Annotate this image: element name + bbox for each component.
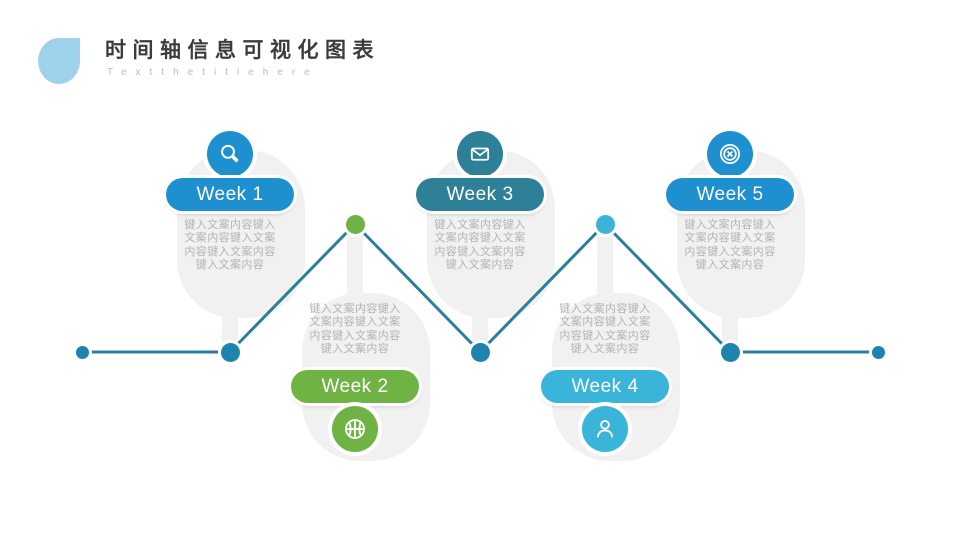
page-title[interactable]: 时间轴信息可视化图表 — [105, 39, 380, 62]
week3-body-text[interactable]: 键入文案内容键入文案内容键入文案内容键入文案内容键入文案内容 — [434, 219, 526, 272]
week5-pill[interactable]: Week 5 — [666, 178, 794, 211]
week1-stem — [222, 298, 238, 350]
timeline-start-dot — [75, 345, 89, 359]
timeline-dot-week4 — [595, 214, 615, 234]
timeline-dot-week3 — [470, 342, 490, 362]
logo-blob[interactable] — [38, 38, 80, 84]
envelope-icon — [470, 147, 490, 161]
timeline-end-dot — [871, 345, 885, 359]
page-subtitle[interactable]: Textthetitlehere — [107, 67, 319, 78]
week2-stem — [347, 228, 363, 300]
week5-body-text[interactable]: 键入文案内容键入文案内容键入文案内容键入文案内容键入文案内容 — [684, 219, 776, 272]
basketball-icon — [345, 419, 365, 439]
week1-body-text[interactable]: 键入文案内容键入文案内容键入文案内容键入文案内容键入文案内容 — [184, 219, 276, 272]
week5-icon-circle[interactable] — [707, 131, 753, 177]
week4-pill[interactable]: Week 4 — [541, 370, 669, 403]
week3-stem — [472, 298, 488, 350]
user-icon — [597, 419, 613, 438]
week2-icon-circle[interactable] — [332, 406, 378, 452]
week1-pill[interactable]: Week 1 — [166, 178, 294, 211]
week2-pill[interactable]: Week 2 — [291, 370, 419, 403]
timeline-dot-week2 — [345, 214, 365, 234]
week1-icon-circle[interactable] — [207, 131, 253, 177]
week3-pill[interactable]: Week 3 — [416, 178, 544, 211]
week3-icon-circle[interactable] — [457, 131, 503, 177]
week5-stem — [722, 298, 738, 350]
week4-body-text[interactable]: 键入文案内容键入文案内容键入文案内容键入文案内容键入文案内容 — [559, 303, 651, 356]
week4-icon-circle[interactable] — [582, 406, 628, 452]
week4-stem — [597, 228, 613, 300]
magnifier-icon — [221, 144, 239, 163]
timeline-dot-week5 — [720, 342, 740, 362]
timeline-dot-week1 — [220, 342, 240, 362]
week2-body-text[interactable]: 键入文案内容键入文案内容键入文案内容键入文案内容键入文案内容 — [309, 303, 401, 356]
target-x-icon — [719, 143, 741, 165]
